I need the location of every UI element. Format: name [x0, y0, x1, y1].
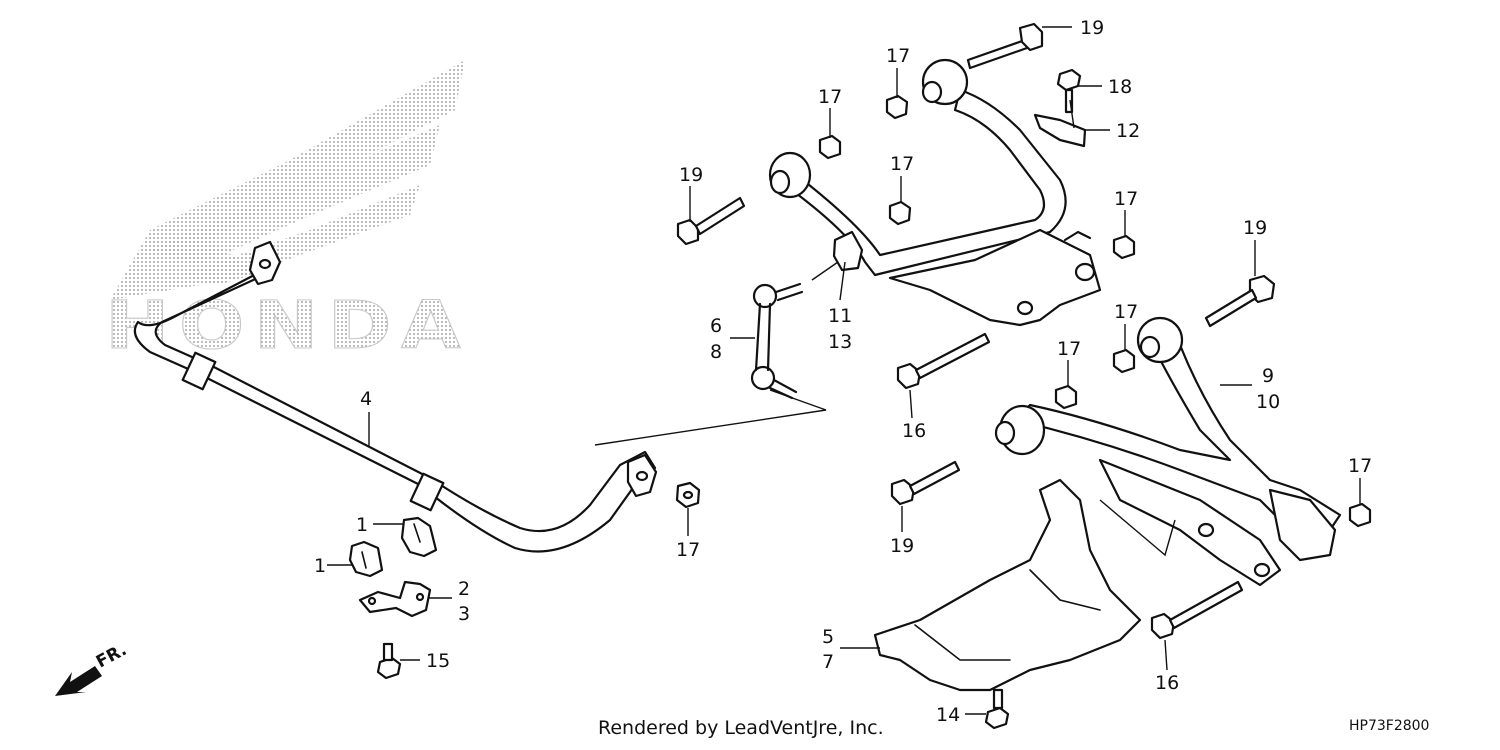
bolt-19-right[interactable]	[1204, 274, 1276, 328]
callout-13: 13	[828, 331, 852, 353]
callout-3: 3	[458, 603, 470, 625]
callout-1-upper: 1	[356, 514, 368, 536]
nut-17-b[interactable]	[818, 134, 842, 160]
front-direction-label: FR.	[93, 640, 130, 672]
bolt-15[interactable]	[376, 642, 402, 680]
nut-17-f[interactable]	[1054, 384, 1078, 410]
callout-6: 6	[710, 315, 722, 337]
callout-7: 7	[822, 651, 834, 673]
callout-17-e: 17	[1114, 301, 1138, 323]
stabilizer-bar[interactable]	[133, 240, 658, 553]
bolt-19-left[interactable]	[676, 196, 746, 246]
stabilizer-bracket[interactable]	[358, 580, 432, 618]
bushing-1-upper[interactable]	[400, 516, 438, 558]
callout-12: 12	[1116, 120, 1140, 142]
callout-1-lower: 1	[314, 555, 326, 577]
wing-logo-icon	[110, 60, 465, 300]
callout-17-b: 17	[818, 86, 842, 108]
callout-19-right: 19	[1243, 217, 1267, 239]
callout-19-low: 19	[890, 535, 914, 557]
nut-17-a[interactable]	[885, 94, 909, 120]
callout-9: 9	[1262, 365, 1274, 387]
callout-18: 18	[1108, 76, 1132, 98]
callout-16-low: 16	[1155, 672, 1179, 694]
bolt-18[interactable]	[1056, 68, 1082, 114]
stabilizer-link[interactable]	[750, 282, 804, 400]
leader-lines	[327, 26, 1361, 715]
rendered-by-credit: Rendered by LeadVentJre, Inc.	[598, 717, 884, 739]
lower-control-arm[interactable]	[994, 316, 1342, 587]
callout-19-left: 19	[679, 164, 703, 186]
bracket-12[interactable]	[1033, 113, 1087, 148]
arm-guard-plate[interactable]	[873, 478, 1142, 692]
nut-17-d[interactable]	[1112, 234, 1136, 260]
callout-16-mid: 16	[902, 420, 926, 442]
callout-15: 15	[426, 650, 450, 672]
front-arrow-icon	[55, 666, 102, 696]
callout-10: 10	[1256, 391, 1280, 413]
bolt-14[interactable]	[984, 688, 1010, 730]
callout-17-c: 17	[890, 153, 914, 175]
callout-17-f: 17	[1057, 338, 1081, 360]
callout-8: 8	[710, 341, 722, 363]
callout-11: 11	[828, 305, 852, 327]
diagram-code: HP73F2800	[1349, 718, 1429, 734]
callout-19-top: 19	[1080, 17, 1104, 39]
callout-5: 5	[822, 626, 834, 648]
nut-17-c[interactable]	[888, 200, 912, 226]
callout-17-d: 17	[1114, 188, 1138, 210]
bolt-19-low[interactable]	[890, 460, 961, 506]
callout-17-h: 17	[1348, 455, 1372, 477]
nut-17-e[interactable]	[1112, 348, 1136, 374]
callout-17-bar: 17	[676, 539, 700, 561]
upper-control-arm[interactable]	[768, 58, 1102, 327]
nut-17-h[interactable]	[1348, 502, 1372, 528]
bolt-16-low[interactable]	[1150, 580, 1244, 640]
callout-14: 14	[936, 704, 960, 726]
callout-17-a: 17	[886, 45, 910, 67]
bushing-1-lower[interactable]	[348, 540, 384, 578]
callout-2: 2	[458, 578, 470, 600]
callout-4: 4	[360, 388, 372, 410]
nut-17-bar[interactable]	[675, 481, 701, 509]
bolt-16-mid[interactable]	[896, 332, 991, 390]
bolt-19-top[interactable]	[966, 22, 1044, 70]
